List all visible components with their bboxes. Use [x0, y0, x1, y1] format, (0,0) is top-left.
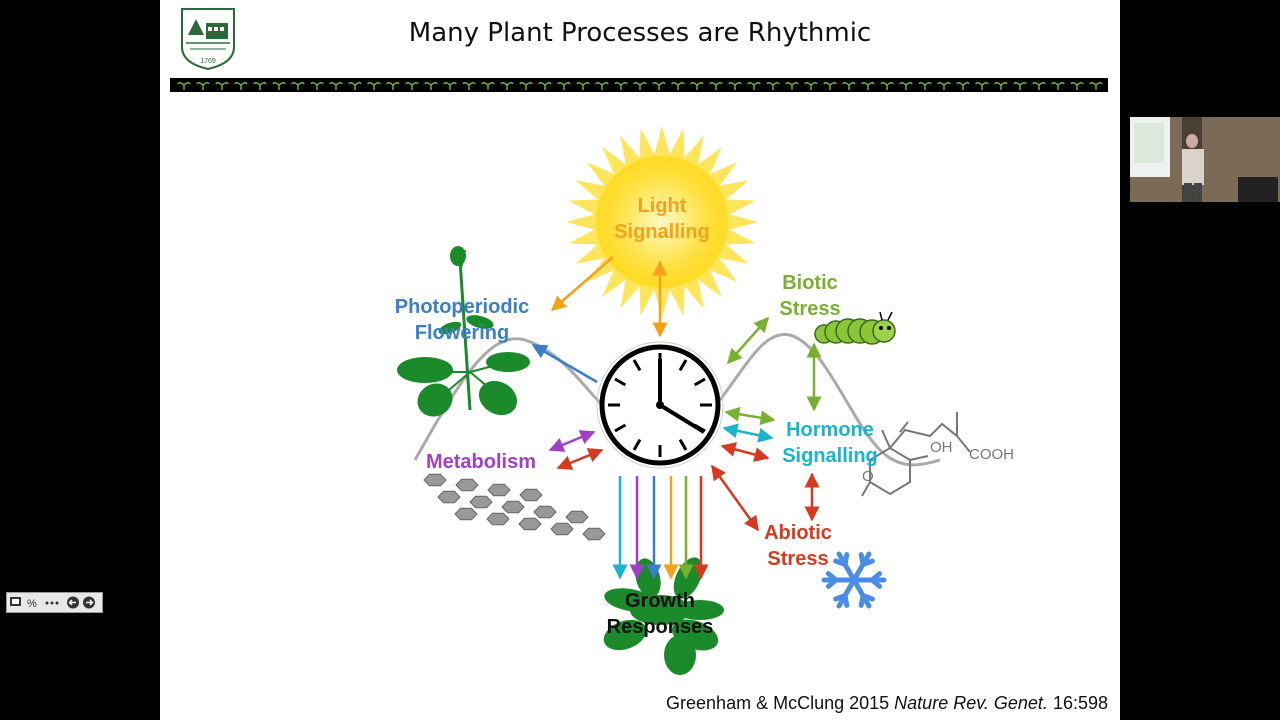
- seedling-banner: [170, 78, 1108, 92]
- hexagon: [519, 488, 543, 502]
- caterpillar-icon: [814, 311, 896, 345]
- clock-tick: [693, 377, 706, 387]
- snowflake-arm: [851, 551, 875, 583]
- clock-biotic-arrow: [727, 316, 769, 365]
- slide-title: Many Plant Processes are Rhythmic: [408, 18, 872, 48]
- hormone-signalling-label: Hormone Signalling: [782, 419, 878, 467]
- abscisic-acid-molecule-icon: OH COOH O: [861, 412, 1014, 497]
- sun-icon: [566, 126, 758, 318]
- light-to-flowering-arrow: [550, 256, 614, 311]
- slide: 1769 Many Plant Processes are Rhythmic: [160, 0, 1120, 720]
- citation-authors: Greenham & McClung 2015: [666, 693, 890, 713]
- abiotic-stress-label: Abiotic Stress: [764, 522, 832, 570]
- metabolite-lattice-icon: [423, 473, 606, 541]
- hexagon: [518, 517, 542, 531]
- clock-tick: [678, 438, 688, 451]
- biotic-stress-label: Biotic Stress: [779, 272, 841, 320]
- snowflake-icon: [821, 551, 887, 609]
- college-seal-icon: 1769: [181, 8, 235, 71]
- hexagon: [437, 490, 461, 504]
- presenter-video[interactable]: [1130, 117, 1280, 202]
- snowflake-arm: [851, 577, 875, 609]
- flowering-plant-icon: [397, 246, 530, 417]
- clock-tick: [614, 423, 627, 433]
- clock-hormone-green-arrow: [724, 406, 776, 426]
- clock-tick: [678, 359, 688, 372]
- hexagon: [455, 478, 479, 492]
- svg-text:%: %: [27, 598, 37, 610]
- percent-icon[interactable]: %: [27, 598, 37, 610]
- clock-tick: [614, 377, 627, 387]
- dots-icon[interactable]: [45, 601, 59, 605]
- hexagon: [533, 505, 557, 519]
- clock-tick: [632, 438, 642, 451]
- clock-hormone-cyan-arrow: [722, 423, 774, 443]
- growth-responses-label: Growth Responses: [606, 590, 714, 638]
- next-arrow-icon[interactable]: [83, 596, 95, 609]
- slide-controls: %: [6, 592, 103, 613]
- hexagon: [469, 495, 493, 509]
- interaction-arrows: [531, 256, 822, 580]
- svg-text:OH: OH: [930, 439, 953, 456]
- clock-icon: [596, 341, 724, 469]
- hexagon: [501, 500, 525, 514]
- hexagon: [486, 512, 510, 526]
- snowflake-arm: [833, 551, 857, 583]
- clock-to-flowering-arrow: [531, 343, 598, 384]
- screen-icon[interactable]: [10, 597, 21, 606]
- hexagon: [487, 483, 511, 497]
- clock-diagram: OH COOH O: [397, 126, 1014, 675]
- svg-text:1769: 1769: [200, 58, 216, 65]
- snowflake-arm: [851, 571, 887, 589]
- hexagon: [423, 473, 447, 487]
- citation-ref: 16:598: [1052, 693, 1108, 713]
- hexagon: [565, 510, 589, 524]
- hexagon: [582, 527, 606, 541]
- svg-text:O: O: [862, 468, 874, 485]
- clock-metabolism-red-arrow: [556, 448, 604, 470]
- snowflake-arm: [833, 577, 857, 609]
- prev-arrow-icon[interactable]: [67, 596, 79, 609]
- clock-hormone-red-arrow: [720, 442, 770, 462]
- citation-journal: Nature Rev. Genet.: [894, 693, 1048, 713]
- clock-tick: [632, 359, 642, 372]
- citation: Greenham & McClung 2015 Nature Rev. Gene…: [666, 693, 1108, 714]
- metabolism-label: Metabolism: [425, 451, 537, 473]
- light-signalling-label: Light Signalling: [614, 195, 710, 243]
- photoperiodic-flowering-label: Photoperiodic Flowering: [394, 296, 530, 344]
- clock-metabolism-arrow: [548, 430, 596, 452]
- hexagon: [454, 507, 478, 521]
- clock-abiotic-arrow: [710, 464, 760, 532]
- svg-text:COOH: COOH: [969, 446, 1014, 463]
- snowflake-arm: [821, 571, 857, 589]
- hexagon: [550, 522, 574, 536]
